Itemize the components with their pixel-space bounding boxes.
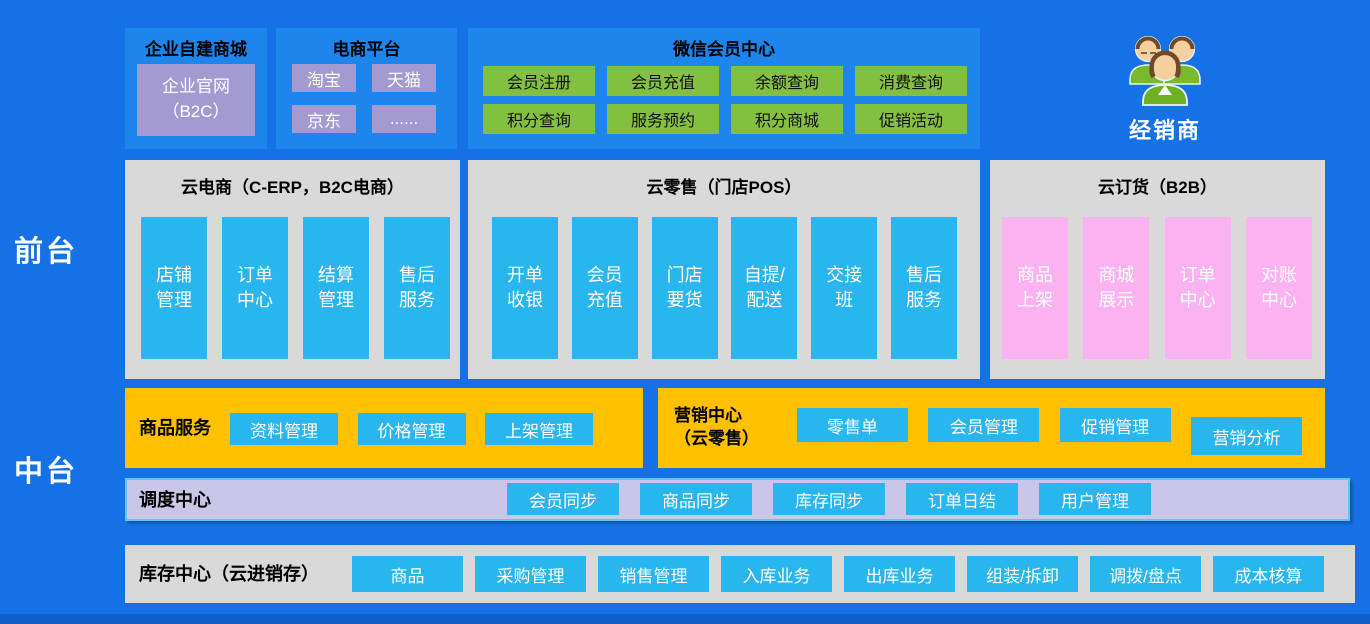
after-sales-service-module[interactable]: 售后服务 <box>384 217 450 359</box>
middle-office-layer-label: 中台 <box>14 456 79 488</box>
marketing-center-buttons: 零售单 会员管理 促销管理 营销分析 <box>797 408 1302 455</box>
after-sales-service-module[interactable]: 售后服务 <box>890 217 957 359</box>
cloud-retail-panel: 云零售（门店POS） 开单收银 会员充值 门店要货 自提/配送 交接班 售后服务 <box>468 160 980 379</box>
corporate-website-button[interactable]: 企业官网（B2C） <box>137 64 255 136</box>
points-query-button[interactable]: 积分查询 <box>483 104 595 134</box>
balance-query-button[interactable]: 余额查询 <box>731 66 843 96</box>
retail-order-button[interactable]: 零售单 <box>797 408 908 442</box>
wechat-member-center-title: 微信会员中心 <box>673 40 775 59</box>
shift-handover-module[interactable]: 交接班 <box>811 217 878 359</box>
store-requisition-module[interactable]: 门店要货 <box>651 217 718 359</box>
wechat-member-center-panel: 微信会员中心 会员注册 会员充值 余额查询 消费查询 积分查询 服务预约 积分商… <box>468 28 980 149</box>
inventory-center-panel: 库存中心（云进销存） 商品 采购管理 销售管理 入库业务 出库业务 组装/拆卸 … <box>125 545 1355 603</box>
platform-tmall-button[interactable]: 天猫 <box>372 64 436 92</box>
marketing-center-title-line1: 营销中心 <box>674 406 742 426</box>
purchase-management-button[interactable]: 采购管理 <box>475 556 586 592</box>
cloud-ordering-modules: 商品上架 商城展示 订单中心 对账中心 <box>1002 217 1312 359</box>
order-center-module[interactable]: 订单中心 <box>1164 217 1231 359</box>
member-sync-button[interactable]: 会员同步 <box>507 483 619 515</box>
member-register-button[interactable]: 会员注册 <box>483 66 595 96</box>
cloud-ecommerce-title: 云电商（C-ERP，B2C电商） <box>181 178 404 197</box>
dispatch-center-panel: 调度中心 会员同步 商品同步 库存同步 订单日结 用户管理 <box>125 478 1350 521</box>
ecommerce-platforms-panel: 电商平台 淘宝 天猫 京东 ...... <box>276 28 457 149</box>
cloud-retail-modules: 开单收银 会员充值 门店要货 自提/配送 交接班 售后服务 <box>492 217 957 359</box>
data-management-button[interactable]: 资料管理 <box>230 413 338 445</box>
marketing-center-title: 营销中心 （云零售） <box>674 405 759 451</box>
transfer-stocktake-button[interactable]: 调拨/盘点 <box>1090 556 1201 592</box>
pickup-delivery-module[interactable]: 自提/配送 <box>731 217 798 359</box>
product-sync-button[interactable]: 商品同步 <box>640 483 752 515</box>
dispatch-center-buttons: 会员同步 商品同步 库存同步 订单日结 用户管理 <box>507 483 1151 515</box>
member-recharge-module[interactable]: 会员充值 <box>571 217 638 359</box>
wechat-buttons-grid: 会员注册 会员充值 余额查询 消费查询 积分查询 服务预约 积分商城 促销活动 <box>483 66 967 134</box>
reconciliation-center-module[interactable]: 对账中心 <box>1245 217 1312 359</box>
listing-management-button[interactable]: 上架管理 <box>485 413 593 445</box>
platform-buttons-grid: 淘宝 天猫 京东 ...... <box>292 64 436 133</box>
ecommerce-platforms-title: 电商平台 <box>332 40 401 59</box>
product-listing-module[interactable]: 商品上架 <box>1002 217 1068 359</box>
outbound-business-button[interactable]: 出库业务 <box>844 556 955 592</box>
inventory-center-buttons: 商品 采购管理 销售管理 入库业务 出库业务 组装/拆卸 调拨/盘点 成本核算 <box>352 556 1324 592</box>
points-mall-button[interactable]: 积分商城 <box>731 104 843 134</box>
bottom-divider-strip <box>0 614 1370 624</box>
marketing-analysis-button[interactable]: 营销分析 <box>1190 417 1302 455</box>
shop-management-module[interactable]: 店铺管理 <box>141 217 207 359</box>
member-management-button[interactable]: 会员管理 <box>928 408 1040 442</box>
price-management-button[interactable]: 价格管理 <box>357 413 466 445</box>
platform-more-button[interactable]: ...... <box>372 105 436 133</box>
cost-accounting-button[interactable]: 成本核算 <box>1213 556 1324 592</box>
promotion-management-button[interactable]: 促销管理 <box>1059 408 1171 442</box>
inventory-center-title: 库存中心（云进销存） <box>139 563 319 584</box>
inventory-sync-button[interactable]: 库存同步 <box>773 483 885 515</box>
settlement-management-module[interactable]: 结算管理 <box>303 217 369 359</box>
cloud-ordering-title: 云订货（B2B） <box>1097 178 1217 197</box>
consumption-query-button[interactable]: 消费查询 <box>855 66 967 96</box>
product-service-title: 商品服务 <box>139 417 211 438</box>
user-management-button[interactable]: 用户管理 <box>1039 483 1151 515</box>
member-recharge-button[interactable]: 会员充值 <box>607 66 719 96</box>
inbound-business-button[interactable]: 入库业务 <box>721 556 832 592</box>
product-service-buttons: 资料管理 价格管理 上架管理 <box>230 413 593 445</box>
billing-cashier-module[interactable]: 开单收银 <box>492 217 558 359</box>
product-button[interactable]: 商品 <box>352 556 463 592</box>
mall-display-module[interactable]: 商城展示 <box>1083 217 1150 359</box>
cloud-ecommerce-panel: 云电商（C-ERP，B2C电商） 店铺管理 订单中心 结算管理 售后服务 <box>125 160 460 379</box>
platform-jd-button[interactable]: 京东 <box>292 105 356 133</box>
dispatch-center-title: 调度中心 <box>139 489 211 510</box>
self-mall-panel: 企业自建商城 企业官网（B2C） <box>125 28 267 149</box>
front-office-layer-label: 前台 <box>14 236 79 268</box>
product-service-panel: 商品服务 资料管理 价格管理 上架管理 <box>125 388 643 468</box>
order-center-module[interactable]: 订单中心 <box>222 217 288 359</box>
assembly-disassembly-button[interactable]: 组装/拆卸 <box>967 556 1078 592</box>
distributor-block: 经销商 <box>1120 28 1210 145</box>
platform-taobao-button[interactable]: 淘宝 <box>292 64 356 92</box>
cloud-ordering-panel: 云订货（B2B） 商品上架 商城展示 订单中心 对账中心 <box>990 160 1325 379</box>
marketing-center-panel: 营销中心 （云零售） 零售单 会员管理 促销管理 营销分析 <box>658 388 1325 468</box>
sales-management-button[interactable]: 销售管理 <box>598 556 709 592</box>
order-daily-settlement-button[interactable]: 订单日结 <box>906 483 1018 515</box>
marketing-center-title-line2: （云零售） <box>674 429 759 448</box>
distributor-label: 经销商 <box>1128 118 1201 143</box>
promotion-activity-button[interactable]: 促销活动 <box>855 104 967 134</box>
service-booking-button[interactable]: 服务预约 <box>607 104 719 134</box>
cloud-ecommerce-modules: 店铺管理 订单中心 结算管理 售后服务 <box>141 217 450 359</box>
cloud-retail-title: 云零售（门店POS） <box>646 178 802 197</box>
self-mall-title: 企业自建商城 <box>145 40 247 59</box>
people-group-icon <box>1122 35 1208 110</box>
